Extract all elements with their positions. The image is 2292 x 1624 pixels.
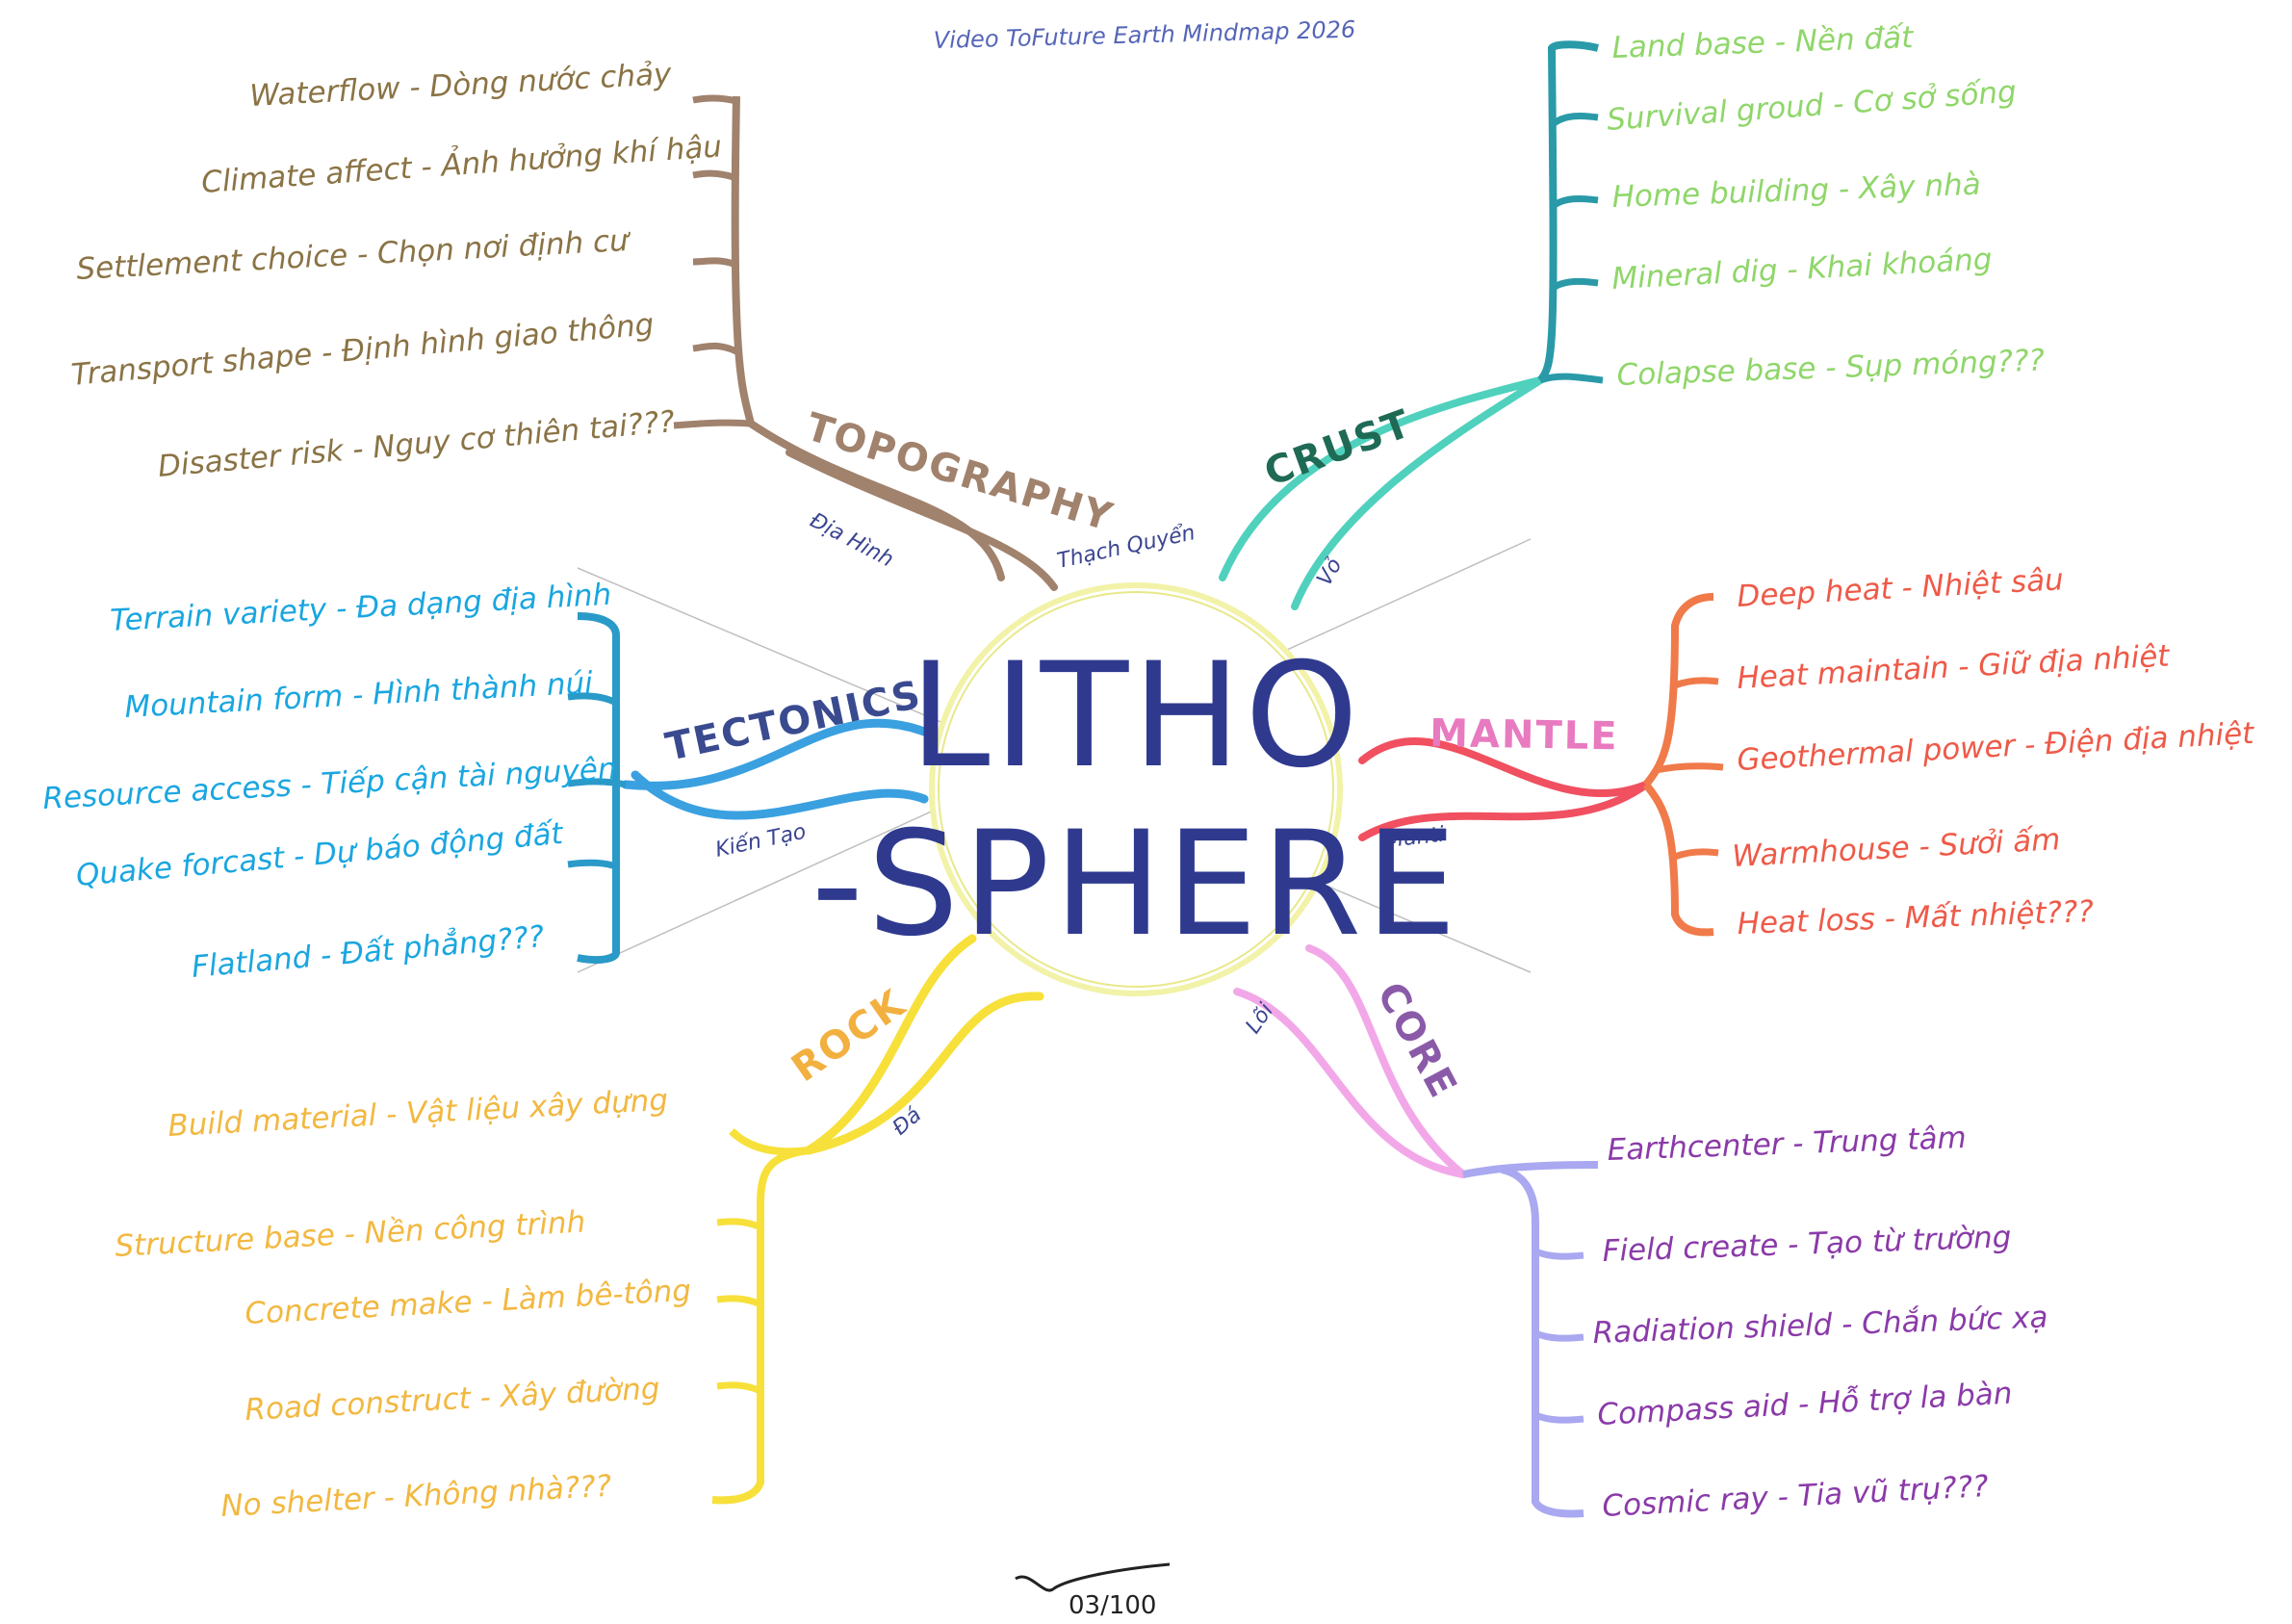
crust-item: Colapse base - Sụp móng???	[1616, 344, 2045, 393]
branch-tectonics: TECTONICS Kiến Tạo Terrain variety - Đa …	[42, 578, 929, 985]
crust-ticks	[1538, 112, 1604, 384]
tectonics-item: Terrain variety - Đa dạng địa hình	[110, 578, 613, 638]
branch-mantle: MANTLE Manti Deep heat - Nhiệt sâu Heat …	[1358, 562, 2257, 941]
branch-topography: TOPOGRAPHY Địa Hình Waterflow - Dòng nướ…	[70, 57, 1119, 591]
center-circle-inner	[938, 591, 1334, 988]
rock-connector	[804, 934, 977, 1155]
tectonics-item: Quake forcast - Dự báo động đất	[75, 816, 566, 893]
topography-item: Settlement choice - Chọn nơi định cư	[76, 223, 632, 287]
center-node: LITHO -SPHERE	[811, 582, 1460, 996]
rock-item: Structure base - Nền công trình	[115, 1204, 587, 1264]
center-title-line1: LITHO	[910, 632, 1362, 800]
core-ticks	[1533, 1248, 1584, 1424]
mantle-item: Heat maintain - Giữ địa nhiệt	[1737, 638, 2173, 696]
rock-spine	[711, 1147, 810, 1505]
rock-item: No shelter - Không nhà???	[220, 1469, 612, 1524]
tectonics-item: Mountain form - Hình thành núi	[124, 666, 595, 725]
branch-core: CORE Lõi Earthcenter - Trung tâm Field c…	[1233, 944, 2048, 1524]
core-item: Compass aid - Hỗ trợ la bàn	[1597, 1376, 2014, 1432]
mantle-ticks	[1655, 677, 1724, 861]
mantle-spine-upper	[1642, 593, 1714, 787]
branch-rock: ROCK Đá Build material - Vật liệu xây dự…	[115, 934, 1044, 1524]
page-footer: 03/100	[1015, 1562, 1171, 1620]
mantle-item: Warmhouse - Sưởi ấm	[1732, 822, 2062, 874]
topography-item: Transport shape - Định hình giao thông	[70, 307, 656, 393]
header-title: Video ToFuture Earth Mindmap 2026	[933, 16, 1355, 54]
rock-item: Build material - Vật liệu xây dựng	[167, 1083, 669, 1144]
tectonics-viet-label: Kiến Tạo	[713, 820, 809, 863]
tectonics-ticks	[567, 692, 627, 870]
center-circle	[929, 582, 1343, 996]
core-spine	[1500, 1166, 1584, 1518]
rock-connector	[804, 992, 1044, 1155]
rock-label: ROCK	[784, 981, 914, 1091]
mantle-item: Geothermal power - Điện địa nhiệt	[1737, 716, 2257, 778]
core-connector	[1305, 944, 1467, 1178]
topography-item: Waterflow - Dòng nước chảy	[249, 57, 673, 114]
crust-connector	[1291, 376, 1544, 610]
mantle-spine-lower	[1642, 782, 1714, 937]
core-item: Field create - Tạo từ trường	[1602, 1220, 2012, 1269]
mantle-connector	[1358, 737, 1650, 798]
mantle-item: Deep heat - Nhiệt sâu	[1737, 562, 2065, 614]
topography-viet-label: Địa Hình	[806, 508, 897, 572]
rock-item: Road construct - Xây đường	[245, 1371, 661, 1428]
tectonics-label: TECTONICS	[662, 673, 926, 770]
crust-item: Mineral dig - Khai khoáng	[1611, 242, 1994, 296]
crust-item: Home building - Xây nhà	[1611, 168, 1981, 215]
tectonics-connector	[621, 718, 929, 790]
core-item: Earthcenter - Trung tâm	[1607, 1121, 1967, 1168]
mantle-item: Heat loss - Mất nhiệt???	[1737, 894, 2094, 941]
core-label: CORE	[1368, 975, 1465, 1106]
crust-item: Land base - Nền đất	[1611, 20, 1916, 65]
topography-connector	[747, 420, 1005, 581]
topography-item: Climate affect - Ảnh hưởng khí hậu	[200, 126, 723, 200]
crust-item: Survival groud - Cơ sở sống	[1606, 74, 2018, 138]
topography-item: Disaster risk - Nguy cơ thiên tai???	[157, 404, 677, 484]
signature	[1015, 1562, 1171, 1592]
mantle-label: MANTLE	[1429, 711, 1619, 759]
branch-crust: CRUST Vỏ Thạch Quyển Land base - Nền đất…	[1055, 20, 2045, 610]
core-item: Cosmic ray - Tia vũ trụ???	[1602, 1469, 1990, 1524]
core-viet-label: Lõi	[1241, 999, 1278, 1038]
tectonics-item: Flatland - Đất phẳng???	[190, 918, 545, 985]
topography-ticks	[673, 94, 752, 429]
page-number: 03/100	[1069, 1591, 1156, 1620]
rock-item: Concrete make - Làm bê-tông	[245, 1274, 692, 1331]
crust-connector	[1219, 376, 1544, 581]
rock-ticks	[716, 1218, 762, 1395]
core-top-tick	[1462, 1161, 1599, 1178]
core-connector	[1233, 988, 1467, 1178]
center-title-line2: -SPHERE	[811, 801, 1460, 968]
crust-spine	[1537, 40, 1599, 383]
topography-spine	[731, 95, 755, 425]
topography-connector	[785, 449, 1058, 591]
tectonics-spine	[577, 612, 620, 965]
core-item: Radiation shield - Chắn bức xạ	[1592, 1301, 2048, 1351]
mantle-connector	[1358, 781, 1650, 841]
tectonics-connector	[631, 770, 929, 820]
tectonics-item: Resource access - Tiếp cận tài nguyên	[42, 752, 618, 816]
